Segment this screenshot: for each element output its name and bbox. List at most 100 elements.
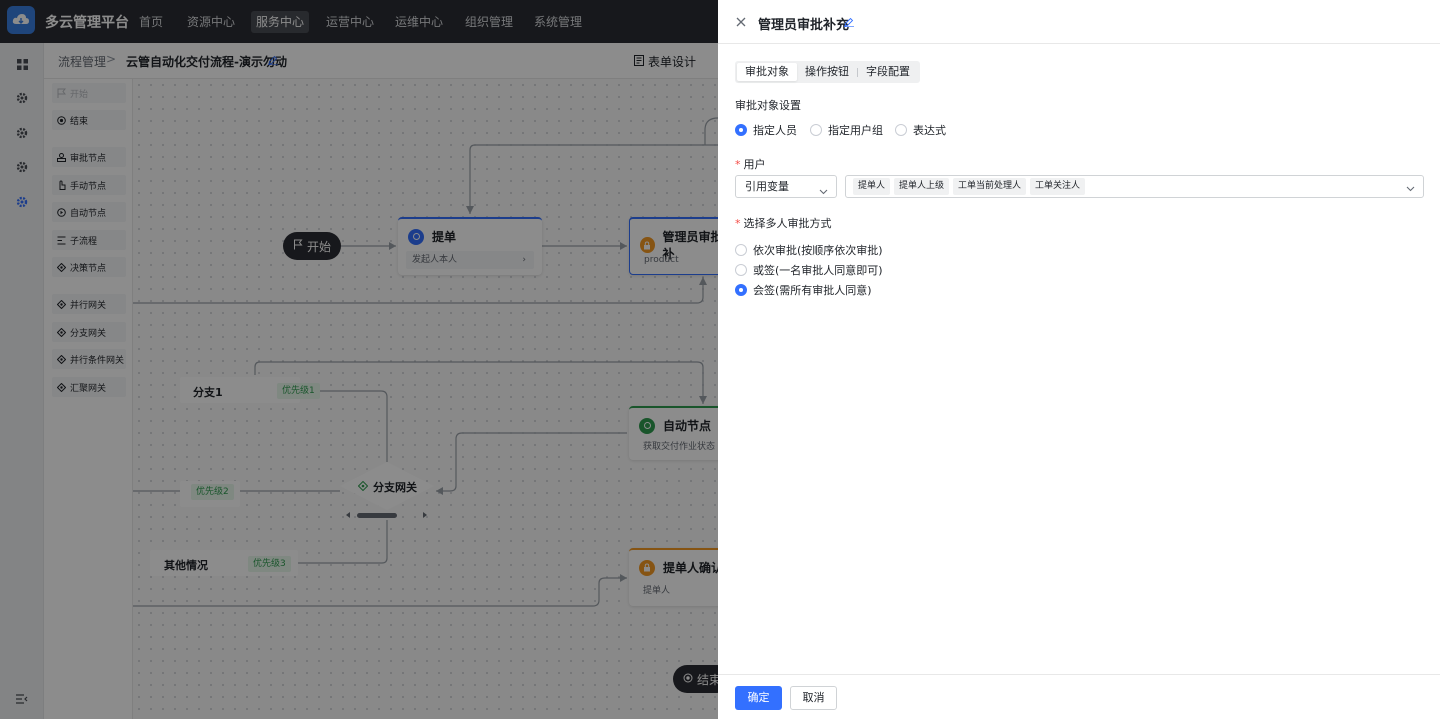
- confirm-button[interactable]: 确定: [735, 686, 782, 710]
- gateway-label: 分支网关: [373, 481, 417, 494]
- required-asterisk: *: [735, 158, 741, 171]
- radio-any-approval[interactable]: 或签(一名审批人同意即可): [735, 262, 883, 278]
- chevron-down-icon: [1406, 182, 1415, 196]
- tab-approval-target[interactable]: 审批对象: [737, 63, 797, 81]
- flow-node-title: 提单: [432, 230, 457, 244]
- flow-node-submitter-confirm[interactable]: 提单人确认 提单人: [629, 548, 729, 606]
- auto-play-icon: [56, 207, 66, 217]
- palette-item-decision[interactable]: 决策节点: [52, 257, 126, 277]
- palette-item-manual[interactable]: 手动节点: [52, 175, 126, 195]
- diamond-icon: [56, 299, 66, 309]
- gear-icon[interactable]: [14, 90, 30, 106]
- palette-item-label: 手动节点: [70, 181, 107, 192]
- lock-icon: [640, 237, 655, 253]
- radio-dot[interactable]: [810, 124, 822, 136]
- diamond-icon: [357, 480, 369, 494]
- edit-icon[interactable]: [268, 54, 278, 68]
- flow-node-auto[interactable]: 自动节点 获取交付作业状态: [629, 406, 729, 460]
- chevron-down-icon: [819, 182, 828, 203]
- grid-icon[interactable]: [14, 56, 30, 72]
- drawer-footer: 确定 取消: [718, 674, 1440, 719]
- radio-dot[interactable]: [735, 264, 747, 276]
- nav-service-center[interactable]: 服务中心: [251, 11, 310, 33]
- breadcrumb-parent[interactable]: 流程管理: [58, 55, 107, 69]
- radio-label: 会签(需所有审批人同意): [753, 284, 872, 297]
- radio-specified-person[interactable]: 指定人员: [735, 122, 797, 138]
- flow-node-submit[interactable]: 提单 发起人本人›: [398, 217, 542, 275]
- tab-action-buttons[interactable]: 操作按钮: [805, 65, 849, 78]
- palette-item-approval[interactable]: 审批节点: [52, 147, 126, 167]
- left-icon-bar: [0, 43, 44, 719]
- subprocess-icon: [56, 235, 66, 245]
- radio-dot[interactable]: [895, 124, 907, 136]
- radio-expression[interactable]: 表达式: [895, 122, 946, 138]
- form-design-label: 表单设计: [648, 55, 697, 69]
- gear-icon-active[interactable]: [14, 194, 30, 210]
- radio-specified-usergroup[interactable]: 指定用户组: [810, 122, 883, 138]
- diamond-icon: [56, 354, 66, 364]
- flow-node-subtitle: 提单人: [643, 586, 671, 596]
- user-mode-select[interactable]: 引用变量: [735, 175, 837, 198]
- palette-item-parallel-gateway[interactable]: 并行网关: [52, 294, 126, 314]
- collapse-menu-icon[interactable]: [14, 691, 30, 707]
- flag-icon: [293, 239, 303, 253]
- user-variable-multiselect[interactable]: 提单人 提单人上级 工单当前处理人 工单关注人: [845, 175, 1424, 198]
- end-circle-icon: [683, 672, 693, 686]
- user-chip[interactable]: 提单人: [853, 178, 891, 195]
- tab-field-config[interactable]: 字段配置: [866, 65, 910, 78]
- flow-branch-gateway[interactable]: 分支网关: [340, 462, 434, 510]
- user-chip[interactable]: 提单人上级: [894, 178, 950, 195]
- palette-item-end[interactable]: 结束: [52, 110, 126, 130]
- user-field-label: *用户: [735, 156, 766, 172]
- cancel-button[interactable]: 取消: [790, 686, 837, 710]
- radio-dot[interactable]: [735, 284, 747, 296]
- breadcrumb-separator: >: [106, 52, 117, 66]
- hand-icon: [56, 180, 66, 190]
- user-chip[interactable]: 工单当前处理人: [953, 178, 1027, 195]
- radio-all-approval[interactable]: 会签(需所有审批人同意): [735, 282, 872, 298]
- edit-icon[interactable]: [844, 16, 854, 30]
- palette-item-merge-gateway[interactable]: 汇聚网关: [52, 377, 126, 397]
- palette-item-parallel-condition-gateway[interactable]: 并行条件网关: [52, 349, 126, 369]
- flow-connectors: [133, 117, 718, 607]
- palette-item-branch-gateway[interactable]: 分支网关: [52, 322, 126, 342]
- radio-dot[interactable]: [735, 244, 747, 256]
- caret-right-icon[interactable]: [421, 511, 429, 519]
- nav-system-management[interactable]: 系统管理: [534, 15, 583, 29]
- radio-label: 表达式: [913, 124, 946, 137]
- scroll-thumb[interactable]: [357, 513, 397, 518]
- form-design-button[interactable]: 表单设计: [634, 53, 696, 70]
- nav-resource-center[interactable]: 资源中心: [187, 15, 236, 29]
- document-icon: [634, 54, 644, 69]
- gear-icon[interactable]: [14, 159, 30, 175]
- drawer-tabs: 审批对象 操作按钮 字段配置: [735, 61, 920, 83]
- flow-start-label: 开始: [306, 239, 331, 254]
- gear-icon[interactable]: [14, 125, 30, 141]
- palette-item-label: 开始: [70, 89, 89, 100]
- app-title: 多云管理平台: [45, 15, 129, 31]
- flow-end-label: 结束: [696, 672, 721, 687]
- close-icon[interactable]: [735, 16, 747, 28]
- nav-ops-center[interactable]: 运维中心: [395, 15, 444, 29]
- nav-operation-center[interactable]: 运营中心: [326, 15, 375, 29]
- user-chip[interactable]: 工单关注人: [1030, 178, 1086, 195]
- radio-sequential-approval[interactable]: 依次审批(按顺序依次审批): [735, 242, 883, 258]
- palette-item-start[interactable]: 开始: [52, 83, 126, 103]
- gateway-branch-scroller[interactable]: [344, 510, 430, 520]
- modal-backdrop[interactable]: [0, 0, 718, 719]
- nav-org-management[interactable]: 组织管理: [465, 15, 514, 29]
- flow-start-node[interactable]: 开始: [283, 232, 341, 260]
- stamp-icon: [56, 152, 66, 162]
- multi-approval-label: *选择多人审批方式: [735, 215, 832, 231]
- nav-home[interactable]: 首页: [139, 15, 164, 29]
- flow-node-admin-approval[interactable]: 管理员审批补 product: [629, 217, 729, 275]
- radio-dot[interactable]: [735, 124, 747, 136]
- palette-item-subprocess[interactable]: 子流程: [52, 230, 126, 250]
- node-config-drawer: 管理员审批补充 审批对象 操作按钮 字段配置 审批对象设置 指定人员 指定用户组…: [718, 0, 1440, 719]
- palette-item-auto[interactable]: 自动节点: [52, 202, 126, 222]
- required-asterisk: *: [735, 217, 741, 230]
- caret-left-icon[interactable]: [344, 511, 352, 519]
- diamond-icon: [56, 262, 66, 272]
- cloud-logo-icon[interactable]: [7, 6, 35, 34]
- drawer-title: 管理员审批补充: [758, 18, 850, 33]
